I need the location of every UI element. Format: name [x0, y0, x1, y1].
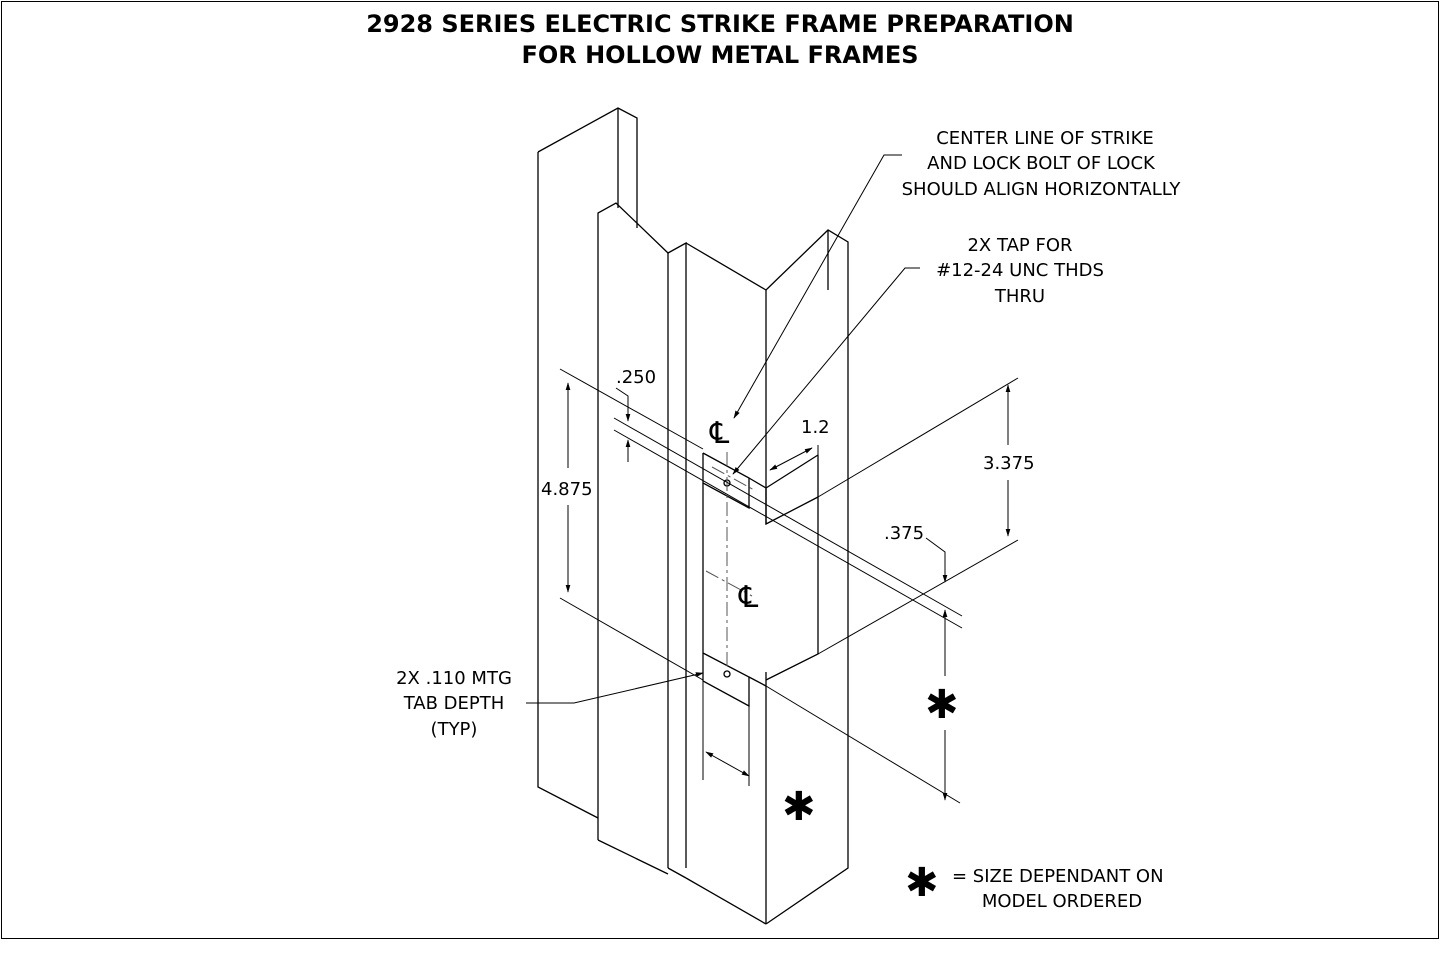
dim-12-label: 1.2 — [801, 417, 830, 438]
dim-375-label: .375 — [884, 523, 924, 544]
frame-rabbet-bottom — [667, 867, 687, 879]
tab-note: 2X .110 MTG TAB DEPTH (TYP) — [396, 668, 512, 740]
frame-door-face — [765, 229, 849, 925]
tap-note-line-3: THRU — [994, 286, 1045, 307]
frame-soffit-bottom — [685, 877, 767, 925]
bolt-centerline — [711, 466, 757, 492]
size-dependent-symbol-tab: ✱ — [782, 784, 816, 830]
ext-line-250-a — [613, 417, 963, 617]
dim-250-label: .250 — [616, 367, 656, 388]
horizontal-centerline — [705, 570, 753, 597]
legend-line-2: MODEL ORDERED — [982, 891, 1142, 912]
dim-star-tab — [705, 751, 750, 777]
ext-line-star-bottom — [765, 685, 961, 804]
upper-jaw-edge — [765, 454, 819, 489]
tap-note: 2X TAP FOR #12-24 UNC THDS THRU — [936, 235, 1104, 307]
frame-outer-face — [537, 152, 599, 819]
frame-back-return — [537, 107, 638, 228]
ext-line-4875-bottom — [559, 597, 704, 681]
tap-note-line-2: #12-24 UNC THDS — [936, 260, 1104, 281]
centerline-note-line-3: SHOULD ALIGN HORIZONTALLY — [902, 179, 1182, 200]
drawing-title: 2928 SERIES ELECTRIC STRIKE FRAME PREPAR… — [0, 9, 1440, 71]
title-line-2: FOR HOLLOW METAL FRAMES — [521, 41, 919, 69]
tab-note-line-2: TAB DEPTH — [403, 693, 505, 714]
frame-rabbet — [667, 241, 687, 868]
callout-leaders — [526, 154, 920, 704]
leader-tap-note — [732, 267, 920, 475]
ext-line-4875-top — [559, 368, 704, 450]
ext-line-3375-top — [817, 377, 1019, 498]
frame-stop-bottom — [597, 839, 669, 875]
centerline-symbol-lower: ℄ — [738, 580, 758, 615]
extension-lines — [559, 368, 1019, 804]
dim-4875-label: 4.875 — [541, 479, 593, 500]
drawing-sheet-border — [1, 1, 1439, 939]
tab-note-line-1: 2X .110 MTG — [396, 668, 512, 689]
dim-12 — [769, 447, 813, 471]
frame-soffit-top — [685, 242, 767, 291]
lower-mounting-tab — [702, 652, 750, 708]
legend: ✱ = SIZE DEPENDANT ON MODEL ORDERED — [905, 860, 1164, 912]
legend-line-1: = SIZE DEPENDANT ON — [952, 866, 1164, 887]
centerline-symbol-upper: ℄ — [709, 416, 729, 451]
leader-centerline-note — [733, 154, 902, 419]
dim-250-leader — [615, 387, 631, 422]
centerline-note-line-1: CENTER LINE OF STRIKE — [936, 128, 1154, 149]
size-dependent-symbol-vertical: ✱ — [925, 682, 959, 728]
centerline-note: CENTER LINE OF STRIKE AND LOCK BOLT OF L… — [902, 128, 1182, 200]
ext-line-250-b — [613, 429, 963, 629]
dim-3375-label: 3.375 — [983, 453, 1035, 474]
frame-profile — [537, 107, 849, 925]
leader-tab-note — [526, 672, 704, 704]
tab-note-line-3: (TYP) — [431, 719, 478, 740]
title-line-1: 2928 SERIES ELECTRIC STRIKE FRAME PREPAR… — [366, 10, 1074, 38]
dim-375-leader — [925, 537, 948, 583]
cutout-outline — [748, 477, 819, 681]
dimension-lines — [565, 382, 1011, 801]
centerline-note-line-2: AND LOCK BOLT OF LOCK — [927, 153, 1156, 174]
tap-note-line-1: 2X TAP FOR — [967, 235, 1072, 256]
frame-stop-face — [597, 202, 669, 840]
ext-line-3375-bottom — [817, 539, 1019, 655]
legend-symbol: ✱ — [905, 860, 939, 906]
lower-tab-edge — [748, 676, 767, 687]
